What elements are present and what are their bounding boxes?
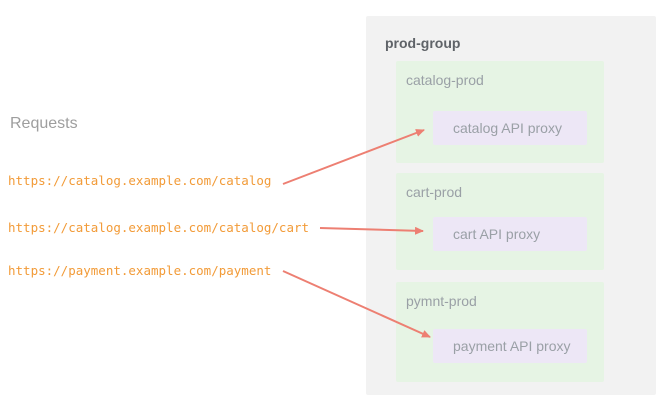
environment-box-cart-prod: cart-prod cart API proxy — [396, 173, 604, 270]
request-url-catalog-cart: https://catalog.example.com/catalog/cart — [8, 220, 310, 235]
requests-heading: Requests — [10, 115, 78, 132]
proxy-box-catalog: catalog API proxy — [433, 111, 587, 145]
proxy-box-payment: payment API proxy — [433, 329, 587, 363]
proxy-label: cart API proxy — [453, 226, 541, 242]
environment-label: pymnt-prod — [406, 293, 477, 309]
prod-group-container: prod-group catalog-prod catalog API prox… — [366, 16, 656, 395]
environment-label: catalog-prod — [406, 72, 484, 88]
prod-group-title: prod-group — [385, 35, 461, 51]
environment-box-catalog-prod: catalog-prod catalog API proxy — [396, 61, 604, 163]
proxy-label: payment API proxy — [453, 338, 571, 354]
proxy-label: catalog API proxy — [453, 120, 562, 136]
request-url-catalog: https://catalog.example.com/catalog — [8, 173, 272, 188]
proxy-box-cart: cart API proxy — [433, 217, 587, 251]
environment-box-pymnt-prod: pymnt-prod payment API proxy — [396, 282, 604, 382]
environment-label: cart-prod — [406, 184, 463, 200]
request-url-payment: https://payment.example.com/payment — [8, 263, 272, 278]
